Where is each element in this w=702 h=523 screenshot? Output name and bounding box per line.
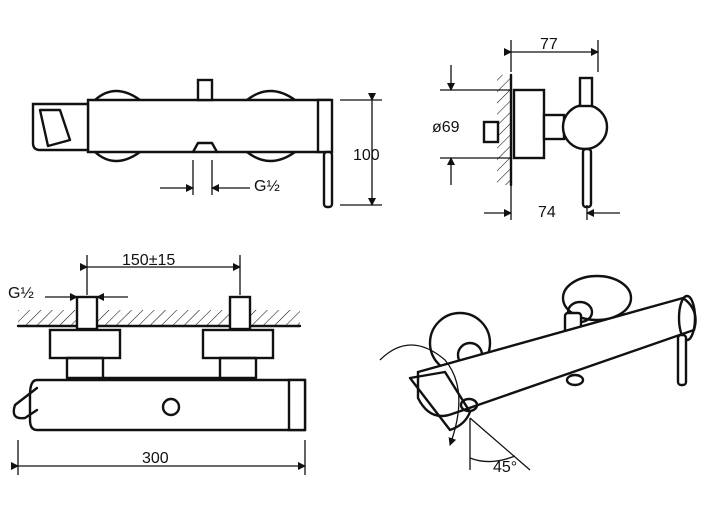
dim-thread-top: G½ (254, 178, 280, 195)
dim-depth: 77 (540, 36, 558, 53)
dim-rosette-diameter: ø69 (432, 119, 460, 136)
dim-rotation-angle: 45° (493, 459, 517, 476)
front-view: 100 G½ (31, 78, 382, 209)
dim-height: 100 (353, 147, 380, 164)
plan-view: 150±15 G½ 300 (8, 252, 307, 475)
isometric-view: 45° (379, 274, 697, 476)
side-view: 77 ø69 74 (432, 36, 620, 221)
dim-thread-side: G½ (8, 285, 34, 302)
dim-spacing: 150±15 (122, 252, 175, 269)
dim-length: 300 (142, 450, 169, 467)
dim-spout-depth: 74 (538, 204, 556, 221)
